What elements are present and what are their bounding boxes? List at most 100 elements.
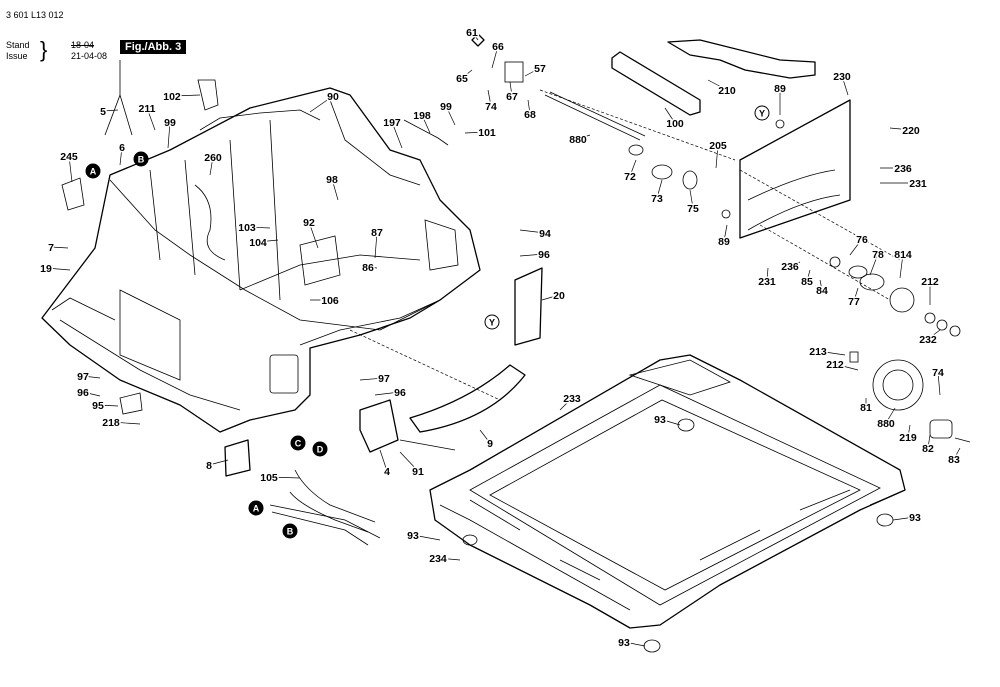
connector-marker-y: Y — [754, 105, 770, 121]
leader-line — [309, 95, 334, 113]
part-callout-57: 57 — [524, 62, 547, 77]
part-number-label: 82 — [922, 443, 934, 455]
part-number-label: 76 — [856, 234, 868, 246]
part-callout-198: 198 — [412, 109, 432, 134]
leader-line — [707, 79, 728, 91]
leader-line — [689, 189, 694, 209]
part-number-label: 230 — [833, 71, 851, 83]
leader-line — [437, 557, 461, 561]
part-callout-74: 74 — [484, 89, 498, 115]
connector-marker-a: A — [248, 500, 264, 516]
leader-line — [374, 231, 378, 259]
leader-line — [841, 75, 849, 96]
part-number-label: 105 — [260, 472, 278, 484]
part-number-label: 6 — [119, 142, 125, 154]
leader-line — [367, 266, 378, 269]
part-number-label: 90 — [327, 91, 339, 103]
part-callout-210: 210 — [707, 79, 737, 99]
base-frame-drawing — [429, 354, 906, 629]
leader-line — [487, 89, 492, 107]
part-callout-233: 233 — [559, 392, 582, 411]
part-callout-97: 97 — [359, 372, 391, 387]
part-callout-86: 86 — [361, 261, 378, 276]
part-callout-103: 103 — [237, 221, 271, 236]
part-callout-90: 90 — [309, 90, 340, 113]
part-callout-95: 95 — [91, 399, 119, 414]
leader-line — [937, 371, 941, 396]
part-callout-89: 89 — [773, 82, 787, 115]
leader-line — [461, 69, 473, 79]
part-number-label: 86 — [362, 262, 374, 274]
part-callout-99: 99 — [439, 100, 456, 126]
part-callout-230: 230 — [832, 70, 852, 96]
assembly-guide-lines — [349, 89, 901, 401]
part-number-label: 880 — [877, 418, 895, 430]
part-callout-102: 102 — [162, 90, 201, 105]
part-callout-9: 9 — [479, 429, 495, 452]
leader-line — [374, 391, 401, 396]
leader-line — [208, 459, 229, 466]
part-callout-67: 67 — [505, 81, 519, 105]
marker-circle — [754, 105, 770, 121]
part-number-label: 89 — [718, 236, 730, 248]
part-number-label: 93 — [654, 414, 666, 426]
marker-letter: B — [287, 527, 294, 537]
leader-line — [817, 350, 846, 356]
part-callout-84: 84 — [815, 279, 829, 299]
leader-line — [68, 155, 73, 183]
part-number-label: 102 — [163, 91, 181, 103]
part-number-label: 94 — [539, 228, 551, 240]
leader-line — [819, 279, 823, 291]
part-callout-93: 93 — [892, 511, 922, 526]
part-callout-245: 245 — [59, 150, 79, 183]
leader-line — [664, 107, 676, 124]
part-callout-814: 814 — [893, 248, 913, 279]
part-number-label: 213 — [809, 346, 827, 358]
part-callout-5: 5 — [99, 105, 119, 120]
part-number-label: 212 — [826, 359, 844, 371]
part-callout-205: 205 — [708, 139, 728, 169]
figure-label: Fig./Abb. 3 — [120, 40, 187, 54]
part-callout-96: 96 — [374, 386, 407, 401]
connector-marker-a: A — [85, 163, 101, 179]
part-callout-75: 75 — [686, 189, 700, 217]
leader-line — [907, 424, 911, 438]
marker-circle — [133, 151, 149, 167]
part-callout-6: 6 — [118, 141, 127, 166]
leader-line — [110, 421, 141, 425]
leader-line — [527, 99, 531, 115]
leader-line — [97, 404, 119, 407]
part-number-label: 96 — [77, 387, 89, 399]
marker-letter: B — [138, 155, 145, 165]
issue-label: Issue — [6, 51, 28, 61]
part-number-label: 95 — [92, 400, 104, 412]
part-number-label: 57 — [534, 63, 546, 75]
part-number-label: 87 — [371, 227, 383, 239]
part-callout-20: 20 — [541, 289, 566, 304]
part-callout-68: 68 — [523, 99, 537, 123]
leader-line — [391, 121, 403, 149]
leader-line — [445, 105, 456, 126]
part-number-label: 98 — [326, 174, 338, 186]
connector-marker-b: B — [282, 523, 298, 539]
leader-line — [464, 131, 488, 134]
part-callout-74: 74 — [931, 366, 945, 396]
leader-line — [308, 221, 319, 249]
part-number-label: 84 — [816, 285, 828, 297]
part-number-label: 260 — [204, 152, 222, 164]
part-callout-91: 91 — [399, 451, 425, 480]
part-callout-77: 77 — [847, 287, 861, 310]
part-callout-880: 880 — [876, 407, 896, 432]
part-number-label: 8 — [206, 460, 212, 472]
part-number-label: 20 — [553, 290, 565, 302]
part-callout-100: 100 — [664, 107, 685, 132]
part-callout-89: 89 — [717, 224, 731, 250]
part-callout-93: 93 — [406, 529, 441, 544]
part-callout-93: 93 — [653, 413, 681, 428]
part-number-label: 880 — [569, 134, 587, 146]
part-number-label: 197 — [383, 117, 401, 129]
leader-line — [953, 447, 961, 460]
marker-letter: Y — [759, 109, 765, 119]
